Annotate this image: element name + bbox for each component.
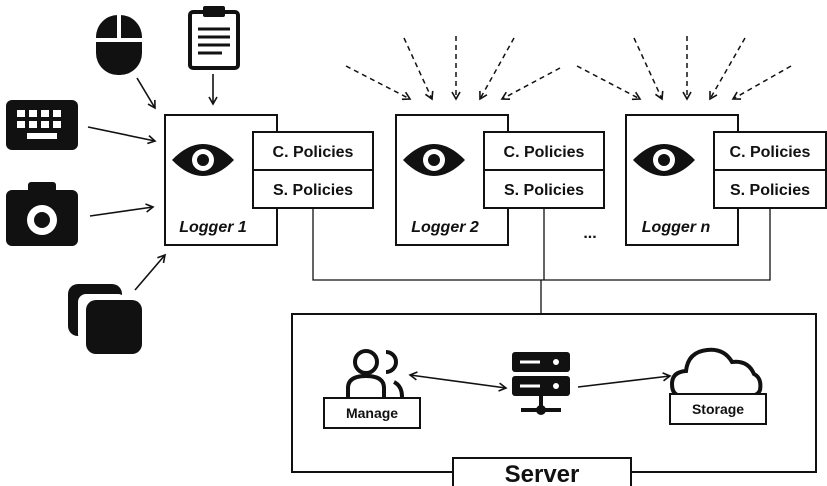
cloud-icon bbox=[669, 347, 763, 398]
logger-2-name: Logger 2 bbox=[411, 219, 479, 236]
manage-server-arrow bbox=[408, 371, 508, 392]
incoming-arrows-logger-n bbox=[576, 36, 792, 101]
logger-1-c-policies: C. Policies bbox=[273, 144, 354, 161]
eye-icon bbox=[403, 144, 465, 176]
server-storage-arrow bbox=[577, 372, 672, 388]
incoming-arrows-logger-2 bbox=[345, 36, 561, 101]
storage-node: Storage bbox=[669, 347, 767, 425]
users-icon bbox=[346, 349, 404, 398]
logger-n-name: Logger n bbox=[642, 219, 711, 236]
window-copy-icon bbox=[68, 284, 142, 354]
keyboard-icon bbox=[6, 100, 78, 150]
server-rack-icon bbox=[512, 352, 570, 415]
eye-icon bbox=[172, 144, 234, 176]
manage-node: Manage bbox=[323, 349, 421, 429]
device-arrows bbox=[87, 74, 218, 291]
logger-1-s-policies: S. Policies bbox=[273, 182, 353, 199]
logger-1: C. Policies S. Policies Logger 1 bbox=[164, 114, 374, 246]
mouse-icon bbox=[96, 15, 142, 75]
ellipsis: ... bbox=[583, 225, 596, 242]
storage-label: Storage bbox=[692, 401, 744, 417]
logger-n: C. Policies S. Policies Logger n bbox=[625, 114, 827, 246]
clipboard-icon bbox=[188, 6, 240, 70]
server-title: Server bbox=[505, 461, 580, 486]
logger-n-s-policies: S. Policies bbox=[730, 182, 810, 199]
logger-2-s-policies: S. Policies bbox=[504, 182, 584, 199]
logger-2-c-policies: C. Policies bbox=[504, 144, 585, 161]
eye-icon bbox=[633, 144, 695, 176]
manage-label: Manage bbox=[346, 405, 398, 421]
logger-2: C. Policies S. Policies Logger 2 bbox=[395, 114, 605, 246]
logger-1-name: Logger 1 bbox=[179, 219, 247, 236]
logger-n-c-policies: C. Policies bbox=[730, 144, 811, 161]
camera-icon bbox=[6, 182, 78, 246]
